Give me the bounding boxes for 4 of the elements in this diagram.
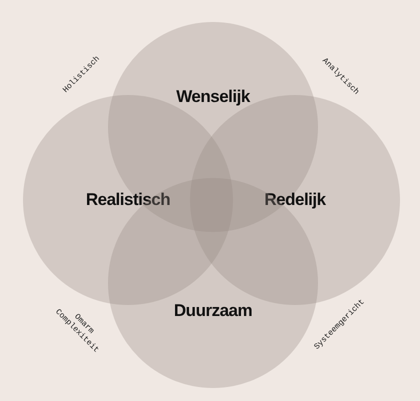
circle-label: Realistisch	[84, 190, 172, 210]
circle-label: Duurzaam	[172, 301, 254, 321]
circle-label: Redelijk	[263, 190, 327, 210]
circle-label: Wenselijk	[175, 87, 252, 107]
